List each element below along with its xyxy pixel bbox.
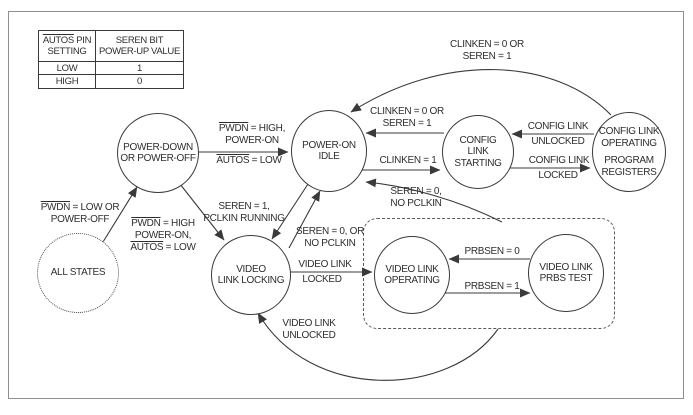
state-video-link-operating: VIDEO LINK OPERATING — [374, 236, 450, 314]
state-label-line: CONFIG LINK — [598, 126, 660, 137]
state-label-line: LINK LOCKING — [217, 275, 285, 286]
state-label-line: POWER-DOWN — [123, 141, 193, 153]
label-line: PWDN = HIGH — [131, 218, 195, 229]
state-label-line: VIDEO LINK — [385, 263, 439, 275]
state-label-line: VIDEO LINK — [539, 261, 593, 273]
label-line: NO PCLKIN — [304, 238, 356, 249]
label-config-link-locked-bottom: LOCKED — [538, 170, 578, 181]
table-cell-value: 0 — [137, 76, 142, 87]
state-label-line: ALL STATES — [50, 267, 106, 279]
label-line: POWER-ON, — [134, 230, 192, 241]
label-seren0-no-pclkin: SEREN = 0, NO PCLKIN — [390, 186, 442, 210]
label-seren1-pclkin-running: SEREN = 1, PCLKIN RUNNING — [203, 201, 285, 225]
arrow-powerdown-to-locking — [179, 183, 225, 241]
arrow-superstate-to-idle-curve — [365, 178, 503, 223]
state-power-on-idle: POWER-ON IDLE — [291, 110, 367, 192]
table-header-line: SETTING — [47, 46, 87, 57]
label-line: AUTOS = LOW — [130, 242, 196, 253]
table-cell-value: 1 — [96, 62, 183, 75]
label-line: CLINKEN = 1 — [379, 155, 437, 166]
state-config-link-starting: CONFIG LINK STARTING — [442, 115, 514, 189]
label-line: PCLKIN RUNNING — [203, 213, 285, 224]
arrow-idle-to-locking — [271, 183, 309, 240]
table-header-seren: SEREN BIT POWER-UP VALUE — [96, 31, 183, 62]
label-line: UNLOCKED — [282, 330, 336, 341]
label-config-link-unlocked-top: CONFIG LINK — [527, 121, 589, 132]
label-line: SEREN = 1, — [218, 201, 270, 212]
label-line: PWDN = HIGH, — [218, 123, 286, 134]
label-pwdn-high-poweron: PWDN = HIGH, POWER-ON — [219, 123, 285, 147]
label-seren0-or-no-pclkin: SEREN = 0, OR NO PCLKIN — [296, 226, 364, 250]
state-label-line: OR POWER-OFF — [120, 153, 196, 164]
state-power-down: POWER-DOWN OR POWER-OFF — [117, 113, 199, 193]
state-label-line: PRBS TEST — [539, 273, 593, 284]
label-line: SEREN = 0, — [390, 186, 442, 197]
label-clinken0-or-seren1-mid: CLINKEN = 0 OR SEREN = 1 — [370, 106, 444, 130]
label-line: SEREN = 1 — [462, 51, 512, 62]
figure-border — [8, 11, 684, 399]
state-label-line: CONFIG — [459, 134, 497, 146]
table-header-line: SEREN BIT — [115, 35, 164, 46]
table-header-line: POWER-UP VALUE — [99, 46, 180, 57]
label-config-link-locked-top: CONFIG LINK — [528, 155, 590, 166]
label-autos-low: AUTOS = LOW — [216, 155, 281, 167]
state-video-link-prbs-test: VIDEO LINK PRBS TEST — [528, 234, 604, 312]
label-line: NO PCLKIN — [390, 198, 442, 209]
state-all-states: ALL STATES — [37, 233, 119, 313]
arrow-allstates-to-powerdown — [102, 186, 138, 243]
label-line: VIDEO LINK — [282, 318, 336, 329]
label-pwdn-low-or-poweroff: PWDN = LOW OR POWER-OFF — [41, 202, 120, 226]
state-label-line: OPERATING — [601, 137, 657, 149]
table-cell-setting: LOW — [39, 62, 96, 75]
label-line: CLINKEN = 0 OR — [370, 106, 444, 117]
label-pwdn-high-poweron-autos-low: PWDN = HIGH POWER-ON, AUTOS = LOW — [130, 218, 195, 254]
label-clinken0-or-seren1-top: CLINKEN = 0 OR SEREN = 1 — [450, 39, 524, 63]
state-label-line: VIDEO — [236, 263, 266, 275]
label-line: POWER-ON — [225, 135, 279, 146]
table-cell-setting: HIGH — [39, 75, 96, 88]
label-config-link-unlocked-bottom: UNLOCKED — [531, 136, 585, 147]
arrow-locking-to-idle — [288, 190, 321, 249]
table-header-line: AUTOS PIN — [42, 35, 92, 46]
label-prbsen-1: PRBSEN = 1 — [464, 281, 520, 292]
state-config-link-operating: CONFIG LINK OPERATING PROGRAM REGISTERS — [592, 112, 666, 192]
label-video-link-unlocked: VIDEO LINK UNLOCKED — [282, 318, 335, 342]
label-prbsen-0: PRBSEN = 0 — [464, 246, 520, 257]
label-video-link-locked-bottom: LOCKED — [302, 274, 342, 285]
label-line: CLINKEN = 0 OR — [450, 39, 524, 50]
label-line: POWER-OFF — [50, 214, 110, 225]
state-label-line: IDLE — [318, 151, 340, 162]
arrow-superstate-to-locking-curve — [257, 312, 499, 381]
table-header-autos: AUTOS PIN SETTING — [39, 31, 96, 62]
label-video-link-locked-top: VIDEO LINK — [298, 259, 352, 270]
label-clinken-1: CLINKEN = 1 — [379, 155, 436, 167]
label-line: SEREN = 0, OR — [295, 226, 365, 237]
autos-seren-table: AUTOS PIN SETTING SEREN BIT POWER-UP VAL… — [38, 30, 184, 89]
state-label-line: OPERATING — [384, 275, 440, 286]
state-label-line: REGISTERS — [601, 166, 657, 178]
arrow-configoperating-to-idle-curve — [350, 69, 612, 116]
label-line: AUTOS = LOW — [216, 155, 282, 166]
state-label-line: PROGRAM — [604, 155, 654, 166]
label-line: PWDN = LOW OR — [40, 202, 120, 213]
label-line: SEREN = 1 — [382, 118, 432, 129]
state-video-link-locking: VIDEO LINK LOCKING — [211, 235, 291, 315]
state-label-line: POWER-ON — [302, 139, 356, 151]
state-label-line: LINK STARTING — [454, 146, 502, 169]
